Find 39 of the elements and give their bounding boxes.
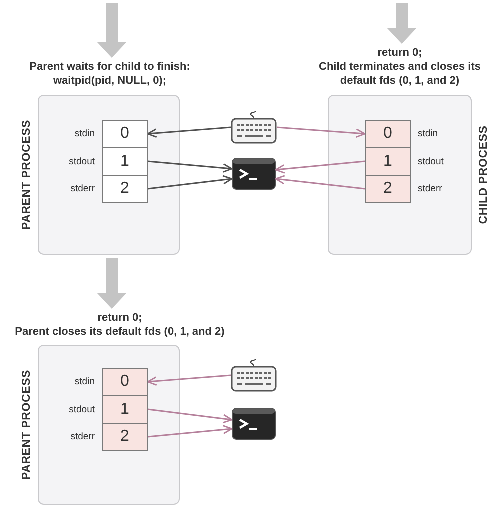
stream-name: stderr	[70, 184, 95, 194]
fd-slot: 2	[365, 175, 411, 203]
stream-name: stdout	[69, 404, 95, 415]
stream-name: stderr	[418, 184, 442, 194]
process-label: PARENT PROCESS	[21, 120, 33, 230]
fd-slot: 1	[102, 147, 148, 176]
caption-text: Parent closes its default fds (0, 1, and 2)	[14, 325, 226, 339]
caption-text: return 0;	[96, 311, 144, 325]
fd-slot: 0	[102, 120, 148, 148]
stream-name: stdout	[418, 156, 444, 167]
stream-name: stdout	[69, 156, 95, 167]
arrow	[276, 126, 366, 138]
arrow	[387, 3, 417, 44]
fd-slot: 2	[102, 175, 148, 203]
arrow	[97, 258, 127, 309]
stream-name: stdin	[74, 128, 95, 140]
fd-slot: 1	[365, 147, 411, 176]
caption-text: Child terminates and closes its default fds (0, 1, and 2)	[318, 60, 482, 88]
arrow	[148, 175, 233, 190]
stream-name: stdin	[418, 128, 438, 140]
fd-slot: 0	[102, 368, 148, 396]
caption-text: waitpid(pid, NULL, 0);	[52, 74, 168, 88]
arrow	[275, 175, 366, 190]
arrow	[148, 425, 233, 438]
arrow	[147, 374, 232, 386]
caption-text: return 0;	[376, 46, 424, 60]
stream-name: stderr	[70, 432, 95, 442]
arrow	[148, 160, 233, 173]
arrow	[97, 3, 127, 58]
arrow	[148, 408, 233, 424]
caption-text: Parent waits for child to finish:	[28, 60, 192, 74]
arrow	[275, 160, 366, 174]
arrow	[147, 126, 232, 138]
fd-slot: 1	[102, 395, 148, 424]
stream-name: stdin	[74, 376, 95, 388]
process-label: PARENT PROCESS	[21, 370, 33, 480]
process-label: CHILD PROCESS	[478, 126, 490, 224]
fd-slot: 2	[102, 423, 148, 451]
fd-slot: 0	[365, 120, 411, 148]
